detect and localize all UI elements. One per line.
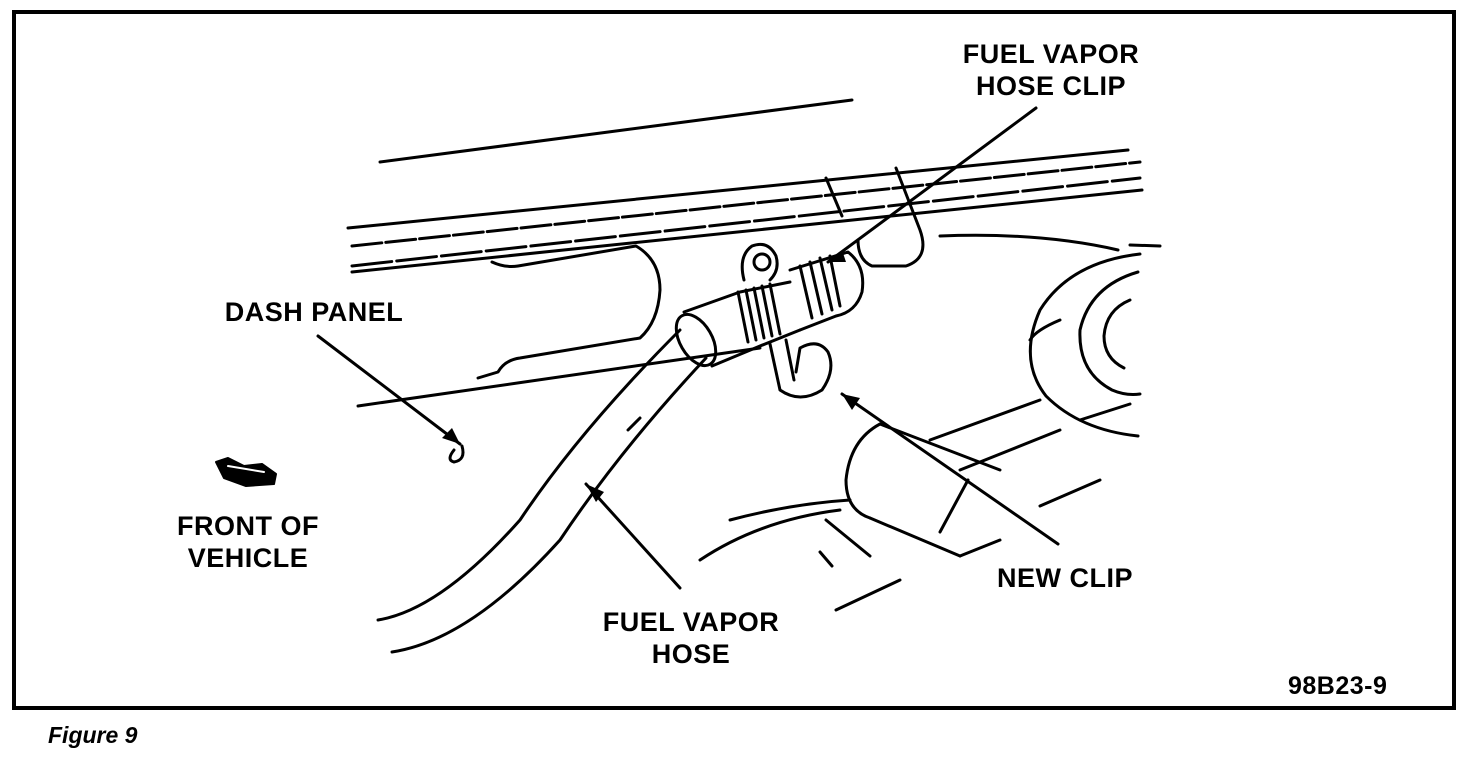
dash-panel-hook — [448, 444, 465, 464]
canister — [1028, 252, 1142, 438]
label-dash-panel-text: DASH PANEL — [224, 297, 404, 327]
label-fuel-vapor-hose-clip-line2: HOSE CLIP — [975, 71, 1127, 101]
label-fuel-vapor-hose-line1: FUEL VAPOR — [602, 607, 780, 637]
label-front-of-vehicle: FRONT OF VEHICLE — [158, 510, 338, 574]
label-front-of-vehicle-line2: VEHICLE — [187, 543, 309, 573]
figure-frame — [12, 10, 1456, 710]
dash-panel-lines — [346, 98, 1162, 408]
figure-caption: Figure 9 — [48, 722, 138, 748]
label-front-of-vehicle-line1: FRONT OF — [177, 511, 319, 541]
label-fuel-vapor-hose-clip: FUEL VAPOR HOSE CLIP — [940, 38, 1162, 102]
hose-clip-top — [740, 242, 779, 282]
label-new-clip-text: NEW CLIP — [997, 563, 1133, 593]
label-dash-panel: DASH PANEL — [206, 296, 422, 328]
figure-code: 98B23-9 — [1288, 672, 1388, 700]
duct-outline — [476, 244, 662, 380]
fuel-vapor-hose — [376, 328, 708, 654]
leader-lines — [316, 106, 1060, 590]
label-fuel-vapor-hose: FUEL VAPOR HOSE — [580, 606, 802, 670]
new-clip — [768, 338, 833, 399]
label-fuel-vapor-hose-clip-line1: FUEL VAPOR — [962, 39, 1140, 69]
lower-tube — [698, 398, 1132, 612]
front-of-vehicle-icon — [215, 457, 277, 487]
label-fuel-vapor-hose-line2: HOSE — [651, 639, 731, 669]
label-new-clip: NEW CLIP — [982, 562, 1148, 594]
arrow-heads — [442, 250, 860, 502]
hose-connector — [674, 250, 865, 368]
